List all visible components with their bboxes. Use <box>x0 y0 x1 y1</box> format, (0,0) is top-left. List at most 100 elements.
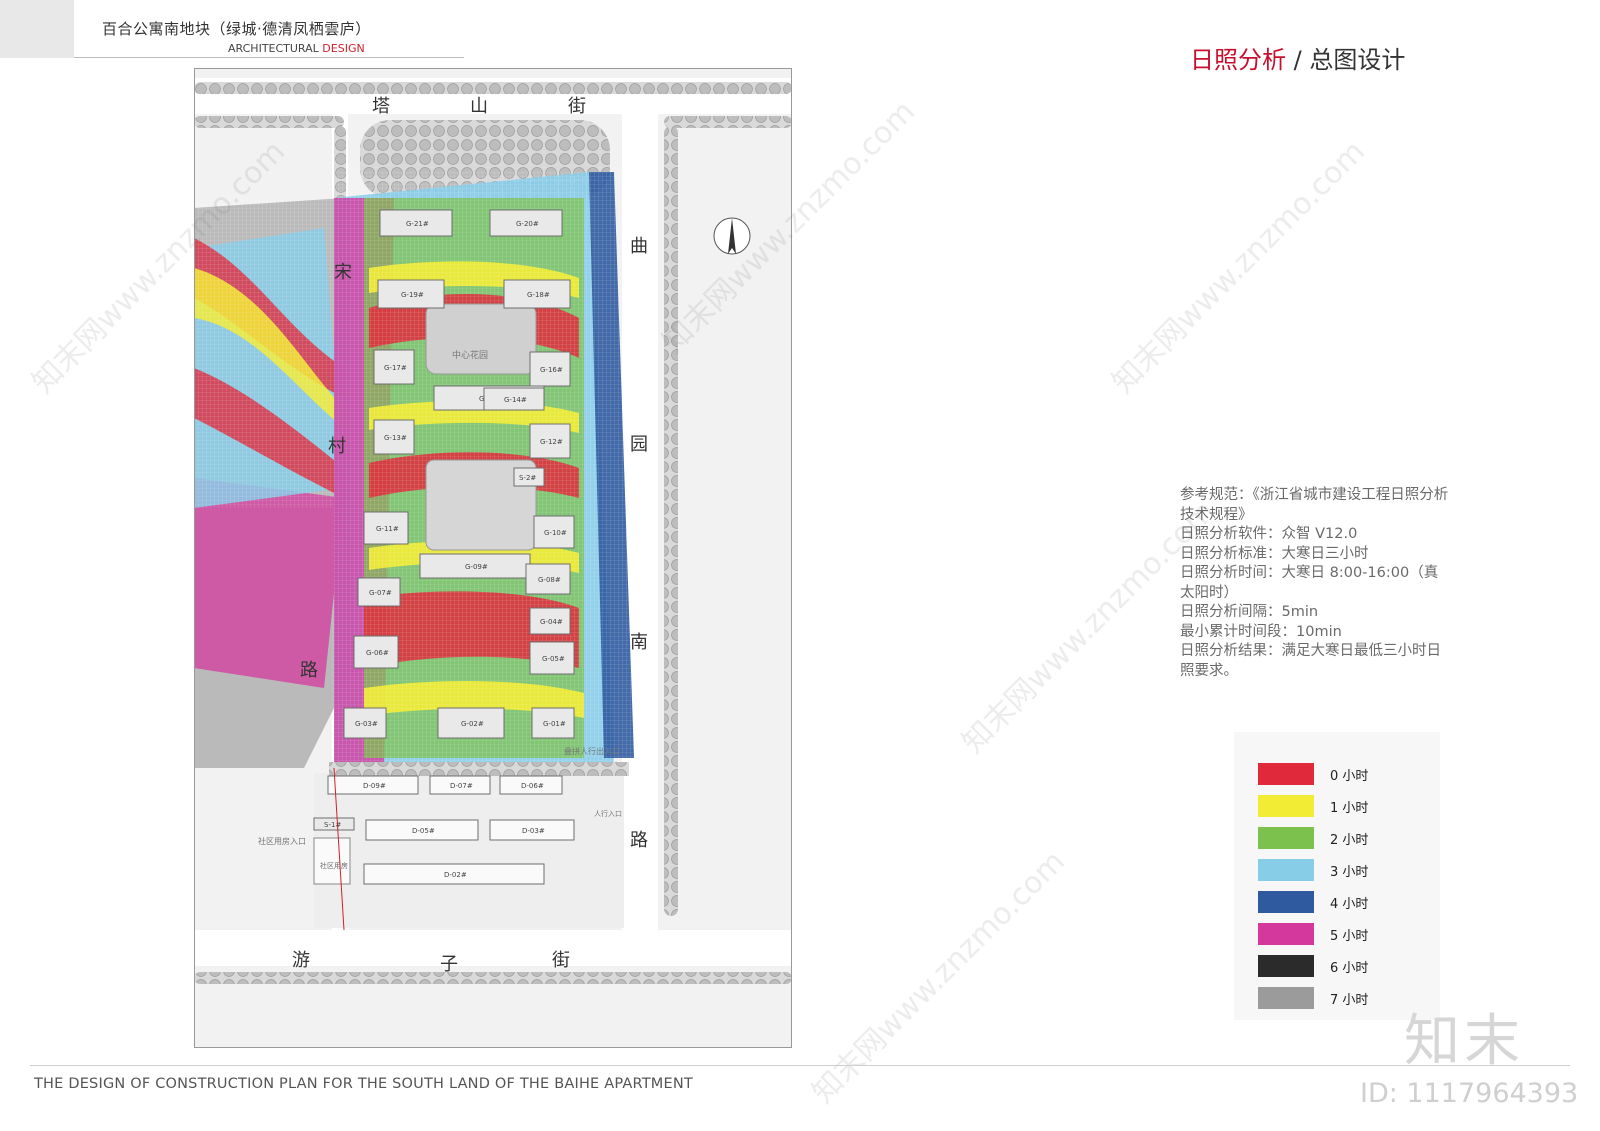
page-title: 日照分析 / 总图设计 <box>1190 40 1405 75</box>
community-office-block <box>313 837 351 885</box>
external-shadow-magenta <box>194 478 344 688</box>
building-footprint <box>343 707 387 739</box>
building-label: S-1# <box>324 821 341 829</box>
note-min-period: 最小累计时间段：10min <box>1180 623 1342 640</box>
brand-logo: 知末 <box>1404 1009 1524 1074</box>
building-footprint <box>483 387 545 411</box>
building-label: G-01# <box>543 720 566 728</box>
vehicle-entrance-label: 社区用房入口 <box>258 836 306 846</box>
watermark: 知末网www.znzmo.com <box>1105 134 1372 401</box>
building-footprint <box>531 707 575 739</box>
legend-swatch <box>1258 859 1314 881</box>
building-label: G-21# <box>406 220 429 228</box>
asset-id: ID: 1117964393 <box>1360 1078 1579 1109</box>
street-south-char-3: 街 <box>552 950 570 971</box>
tree-row-north <box>194 82 792 94</box>
building-label: G-10# <box>544 529 567 537</box>
building-label: G-12# <box>540 438 563 446</box>
legend-swatch <box>1258 795 1314 817</box>
building-footprint <box>313 817 355 831</box>
legend-label: 1 小时 <box>1330 800 1369 816</box>
building-footprint <box>353 635 399 669</box>
street-south-char-1: 游 <box>292 950 310 971</box>
central-garden-label: 中心花园 <box>452 349 488 361</box>
page-title-accent: 日照分析 <box>1190 46 1286 74</box>
building-label: D-03# <box>522 827 545 835</box>
residential-entrance-label: 人行入口 <box>594 809 622 818</box>
legend-label: 3 小时 <box>1330 864 1369 880</box>
watermark: 知末网www.znzmo.com <box>805 844 1072 1111</box>
tree-row-south <box>194 972 792 984</box>
legend-item: 0 小时 <box>1258 762 1368 786</box>
street-west-char-2: 村 <box>328 436 346 457</box>
building-footprint <box>365 819 479 841</box>
legend-item: 6 小时 <box>1258 954 1368 978</box>
building-footprint <box>327 775 419 795</box>
central-garden <box>425 303 537 375</box>
site-plan-map: 中心花园 G-21#G-20#G-19#G-18#G-17#G-16#G-15#… <box>194 68 792 1048</box>
building-label: G-19# <box>401 291 424 299</box>
legend-item: 2 小时 <box>1258 826 1368 850</box>
building-footprint <box>525 563 571 595</box>
building-footprint <box>373 419 415 455</box>
legend-swatch <box>1258 763 1314 785</box>
legend-swatch <box>1258 923 1314 945</box>
building-footprint <box>377 279 445 309</box>
townhouse-row-layer: D-09#D-07#D-06#D-05#D-03#D-02#S-1# <box>313 775 575 885</box>
building-label: D-02# <box>444 871 467 879</box>
building-label: G-02# <box>461 720 484 728</box>
subtitle-accent: DESIGN <box>322 42 365 55</box>
header-rule <box>74 57 464 58</box>
legend-label: 4 小时 <box>1330 896 1369 912</box>
street-west-char-3: 路 <box>300 660 318 681</box>
legend-swatch <box>1258 891 1314 913</box>
building-label: G-17# <box>384 364 407 372</box>
building-footprint <box>513 467 545 487</box>
legend-label: 5 小时 <box>1330 928 1369 944</box>
street-east-char-4: 路 <box>630 830 648 851</box>
map-frame-border <box>194 68 792 1048</box>
building-footprint <box>419 553 531 579</box>
site-boundary-west <box>333 767 345 931</box>
building-footprint <box>437 707 505 739</box>
pedestrian-entrance-label: 叠拼人行出入口 <box>564 746 620 756</box>
note-result: 日照分析结果：满足大寒日最低三小时日照要求。 <box>1180 643 1441 679</box>
south-road <box>194 930 792 966</box>
sunlight-legend: 0 小时 1 小时 2 小时 3 小时 4 小时 5 小时 6 小时 7 小时 <box>1234 732 1440 1020</box>
project-subtitle: ARCHITECTURAL DESIGN <box>228 42 365 55</box>
subtitle-main: ARCHITECTURAL <box>228 42 323 55</box>
site-plan-svg: 中心花园 G-21#G-20#G-19#G-18#G-17#G-16#G-15#… <box>194 68 792 1048</box>
street-south-char-2: 子 <box>440 954 458 975</box>
legend-item: 7 小时 <box>1258 986 1368 1010</box>
legend-label: 2 小时 <box>1330 832 1369 848</box>
building-footprint <box>529 351 571 387</box>
building-footprint <box>379 209 453 237</box>
building-footprint <box>529 423 571 459</box>
building-label: G-04# <box>540 618 563 626</box>
building-footprint <box>373 349 415 385</box>
legend-label: 7 小时 <box>1330 992 1369 1008</box>
building-label: G-14# <box>504 396 527 404</box>
legend-item: 3 小时 <box>1258 858 1368 882</box>
building-label: G-07# <box>369 589 392 597</box>
analysis-notes: 参考规范：《浙江省城市建设工程日照分析技术规程》 日照分析软件：众智 V12.0… <box>1180 486 1450 681</box>
community-office-label: 社区用房 <box>320 861 348 870</box>
tree-row-east <box>664 126 678 916</box>
building-layer: G-21#G-20#G-19#G-18#G-17#G-16#G-15#G-14#… <box>343 209 575 739</box>
central-plaza <box>425 459 537 551</box>
building-label: G-08# <box>538 576 561 584</box>
building-label: D-07# <box>450 782 473 790</box>
building-label: G-13# <box>384 434 407 442</box>
street-east-char-3: 南 <box>630 632 648 653</box>
building-label: G-09# <box>465 563 488 571</box>
project-title: 百合公寓南地块（绿城·德清凤栖雲庐） <box>102 20 371 38</box>
building-footprint <box>489 209 563 237</box>
building-footprint <box>489 819 575 841</box>
footer-rule <box>30 1065 1570 1066</box>
building-footprint <box>529 641 575 675</box>
legend-swatch <box>1258 955 1314 977</box>
street-west-char-1: 宋 <box>334 262 352 283</box>
building-label: G-11# <box>376 525 399 533</box>
south-townhouse-zone <box>314 773 624 928</box>
footer-caption: THE DESIGN OF CONSTRUCTION PLAN FOR THE … <box>34 1076 693 1092</box>
